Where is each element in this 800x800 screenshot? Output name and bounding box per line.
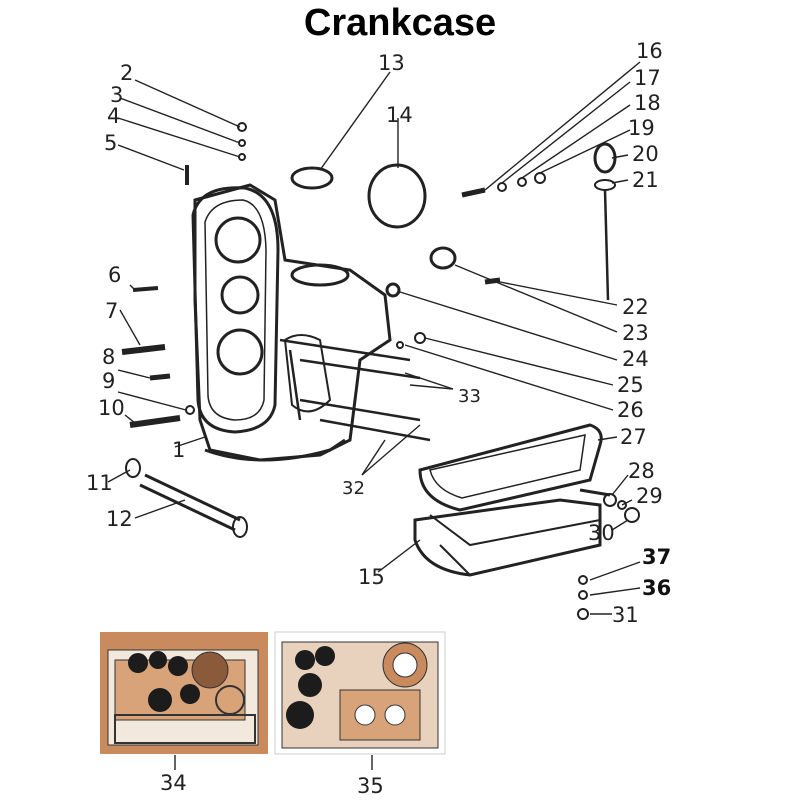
callout-32: 32 [342, 478, 365, 499]
part-14-gasket [367, 163, 427, 229]
callout-22: 22 [622, 295, 649, 319]
stud-bolts [279, 338, 431, 442]
callout-13: 13 [378, 51, 405, 75]
callout-12: 12 [106, 507, 133, 531]
callout-1: 1 [172, 438, 185, 462]
parts-artwork [121, 122, 640, 620]
callout-36: 36 [642, 576, 671, 600]
callout-7: 7 [105, 299, 118, 323]
callout-26: 26 [617, 398, 644, 422]
callout-labels: 2 3 4 5 6 7 8 9 10 1 11 12 13 14 15 16 1… [86, 39, 671, 798]
parts-28-30 [579, 488, 640, 523]
callout-3: 3 [110, 83, 123, 107]
page-title: Crankcase [303, 2, 497, 44]
callout-16: 16 [636, 39, 663, 63]
callout-24: 24 [622, 347, 649, 371]
callout-30: 30 [588, 521, 615, 545]
callout-21: 21 [632, 168, 659, 192]
callout-10: 10 [98, 396, 125, 420]
callout-37: 37 [642, 545, 671, 569]
callout-14: 14 [386, 103, 413, 127]
callout-5: 5 [104, 131, 117, 155]
callout-18: 18 [634, 91, 661, 115]
callout-2: 2 [120, 61, 133, 85]
callout-15: 15 [358, 565, 385, 589]
part-15-oil-pan [413, 498, 602, 577]
callout-17: 17 [634, 66, 661, 90]
callout-9: 9 [102, 369, 115, 393]
part-12-tube [125, 458, 248, 538]
callout-4: 4 [107, 104, 120, 128]
leader-lines [107, 61, 641, 770]
callout-34: 34 [160, 771, 187, 795]
gasket-kit-photo-34 [100, 632, 268, 754]
callout-35: 35 [357, 774, 384, 798]
parts-31-37 [577, 575, 589, 620]
callout-29: 29 [636, 484, 663, 508]
callout-33: 33 [458, 386, 481, 407]
callout-31: 31 [612, 603, 639, 627]
callout-19: 19 [628, 116, 655, 140]
callout-28: 28 [628, 459, 655, 483]
callout-6: 6 [108, 263, 121, 287]
part-13-cap [290, 166, 334, 190]
callout-20: 20 [632, 142, 659, 166]
gasket-kit-photo-35 [274, 631, 446, 755]
crankcase-body [191, 183, 392, 462]
callout-23: 23 [622, 321, 649, 345]
callout-11: 11 [86, 471, 113, 495]
callout-27: 27 [620, 425, 647, 449]
callout-8: 8 [102, 345, 115, 369]
bolts-left [121, 122, 247, 428]
callout-25: 25 [617, 373, 644, 397]
part-27-gasket [418, 423, 603, 512]
